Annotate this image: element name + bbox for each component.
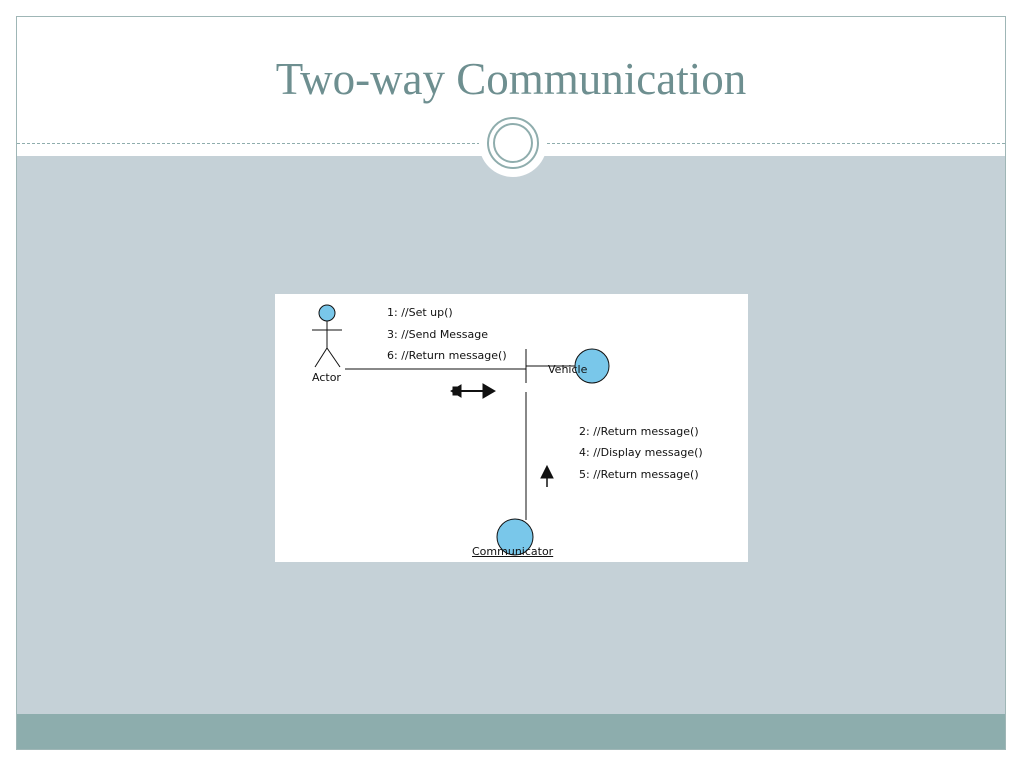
ornament-outer-ring <box>487 117 539 169</box>
message-label: 6: //Return message() <box>387 349 507 362</box>
message-label: 4: //Display message() <box>579 446 703 459</box>
ornament-inner-ring <box>493 123 533 163</box>
message-label: 3: //Send Message <box>387 328 489 341</box>
actor-icon <box>312 304 342 368</box>
message-label: 2: //Return message() <box>579 425 699 438</box>
slide: Two-way Communication <box>16 16 1006 750</box>
up-arrow-icon <box>540 464 554 487</box>
slide-title: Two-way Communication <box>275 54 747 104</box>
message-label: 1: //Set up() <box>387 306 453 319</box>
diagram-graphics <box>312 304 610 556</box>
communicator-node-icon <box>496 518 534 556</box>
circle-ornament-icon <box>479 109 547 177</box>
vehicle-node-icon <box>574 348 610 384</box>
vehicle-label: Vehicle <box>548 363 588 376</box>
double-arrow-icon <box>450 383 496 399</box>
actor-label: Actor <box>312 371 341 384</box>
communicator-label: Communicator <box>472 545 554 558</box>
footer-band <box>17 714 1005 749</box>
message-label: 5: //Return message() <box>579 468 699 481</box>
communication-diagram: Actor Vehicle Communicator 1: //Set up()… <box>275 294 748 562</box>
